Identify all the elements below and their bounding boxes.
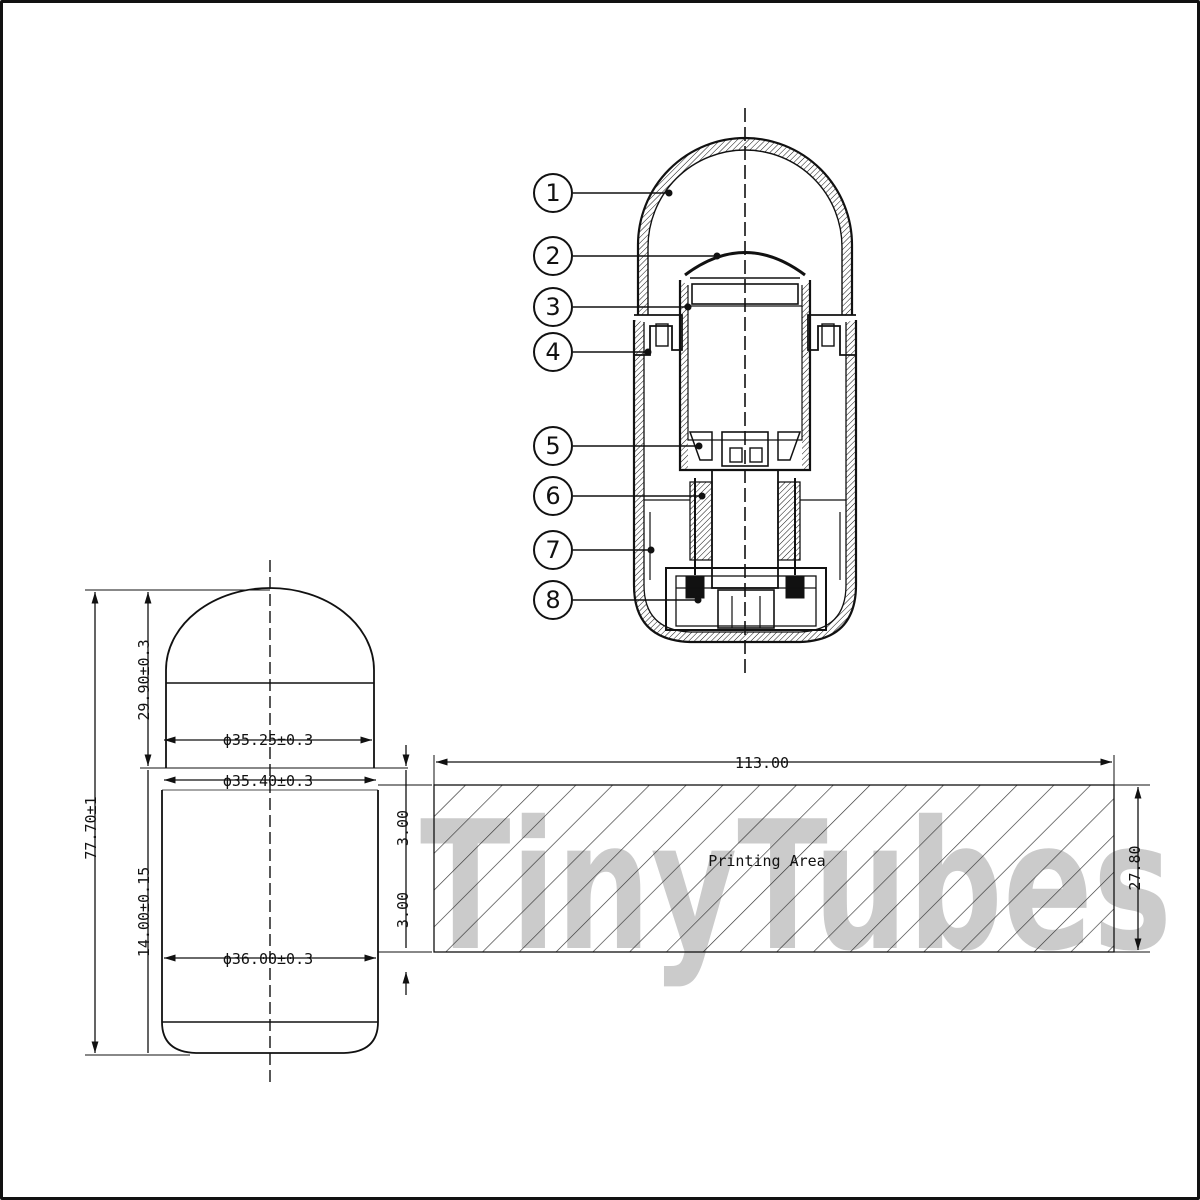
part-callouts: 1 2 3 4 5 6 7 8 bbox=[533, 173, 721, 620]
part-callout-1: 1 bbox=[533, 173, 673, 213]
base-housing bbox=[665, 567, 827, 631]
cap-height-label: 29.90±0.3 bbox=[135, 639, 153, 720]
leader-dot bbox=[713, 252, 721, 260]
side-elevation-view bbox=[161, 560, 379, 1085]
cap-outline bbox=[165, 587, 375, 768]
part-number-circle bbox=[533, 332, 573, 372]
part-number-circle bbox=[533, 287, 573, 327]
inner-dome bbox=[684, 251, 806, 277]
part-number-label: 4 bbox=[545, 338, 560, 366]
part-number-circle bbox=[533, 426, 573, 466]
part-callout-8: 8 bbox=[533, 580, 702, 620]
part-number-label: 7 bbox=[545, 536, 560, 564]
leader-dot bbox=[665, 189, 673, 197]
body-length-label: 14.00±0.15 bbox=[135, 867, 153, 957]
part-callout-4: 4 bbox=[533, 332, 652, 372]
part-number-label: 1 bbox=[545, 179, 560, 207]
dimension-texts: 77.70±1 29.90±0.3 14.00±0.15 ϕ35.25±0.3 … bbox=[82, 639, 1144, 968]
part-callout-7: 7 bbox=[533, 530, 655, 570]
part-callout-5: 5 bbox=[533, 426, 703, 466]
part-callout-2: 2 bbox=[533, 236, 721, 276]
leader-dot bbox=[694, 596, 702, 604]
margin-top-label: 3.00 bbox=[394, 810, 412, 846]
leader-dot bbox=[695, 442, 703, 450]
leader-dot bbox=[684, 303, 692, 311]
part-callout-6: 6 bbox=[533, 476, 706, 516]
part-callout-3: 3 bbox=[533, 287, 692, 327]
cross-section-view bbox=[632, 108, 858, 676]
part-number-label: 5 bbox=[545, 432, 560, 460]
cap-diameter-label: ϕ35.25±0.3 bbox=[223, 731, 313, 749]
mechanism-core bbox=[721, 431, 769, 467]
body-outline bbox=[161, 790, 379, 1054]
part-number-circle bbox=[533, 530, 573, 570]
part-number-circle bbox=[533, 580, 573, 620]
print-height-label: 27.80 bbox=[1126, 845, 1144, 890]
base-plug bbox=[717, 589, 775, 629]
leader-dot bbox=[647, 546, 655, 554]
body-bottom-diameter-label: ϕ36.00±0.3 bbox=[223, 950, 313, 968]
printing-area: Printing Area bbox=[433, 784, 1115, 953]
part-number-circle bbox=[533, 476, 573, 516]
leader-dot bbox=[644, 348, 652, 356]
leader-dot bbox=[698, 492, 706, 500]
margin-bottom-label: 3.00 bbox=[394, 892, 412, 928]
print-width-label: 113.00 bbox=[735, 754, 789, 772]
part-number-label: 6 bbox=[545, 482, 560, 510]
part-number-circle bbox=[533, 173, 573, 213]
part-number-label: 8 bbox=[545, 586, 560, 614]
part-number-circle bbox=[533, 236, 573, 276]
part-number-label: 3 bbox=[545, 293, 560, 321]
part-number-label: 2 bbox=[545, 242, 560, 270]
printing-area-box bbox=[433, 784, 1115, 953]
printing-area-label: Printing Area bbox=[708, 852, 825, 870]
overall-height-label: 77.70±1 bbox=[82, 796, 100, 859]
body-top-diameter-label: ϕ35.40±0.3 bbox=[223, 772, 313, 790]
dimension-lines bbox=[91, 592, 1142, 1053]
